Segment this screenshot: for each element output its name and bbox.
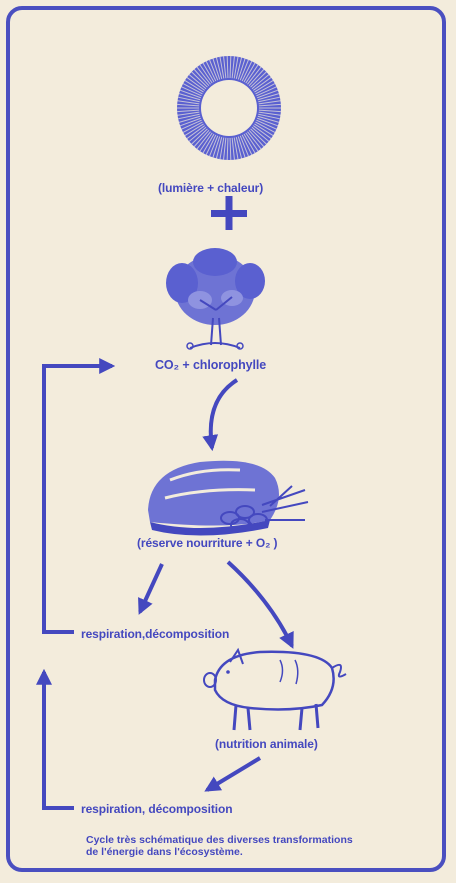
pig-icon — [204, 650, 346, 730]
caption: Cycle très schématique des diverses tran… — [86, 834, 446, 858]
respiration-label-1: respiration,décomposition — [81, 627, 229, 641]
tree-icon — [166, 248, 265, 349]
plus-sign — [211, 196, 247, 230]
co2-chlorophyll-label: CO₂ + chlorophylle — [155, 358, 266, 372]
nutrition-label: (nutrition animale) — [215, 737, 318, 751]
feedback-lines — [44, 366, 112, 808]
sun-label: (lumière + chaleur) — [158, 181, 263, 195]
caption-line-1: Cycle très schématique des diverses tran… — [86, 834, 446, 846]
flow-arrows — [140, 380, 292, 790]
sun-icon — [177, 56, 281, 160]
bread-icon — [148, 461, 308, 536]
reserve-label: (réserve nourriture + O₂ ) — [137, 536, 277, 550]
caption-line-2: de l'énergie dans l'écosystème. — [86, 846, 446, 858]
respiration-label-2: respiration, décomposition — [81, 802, 232, 816]
